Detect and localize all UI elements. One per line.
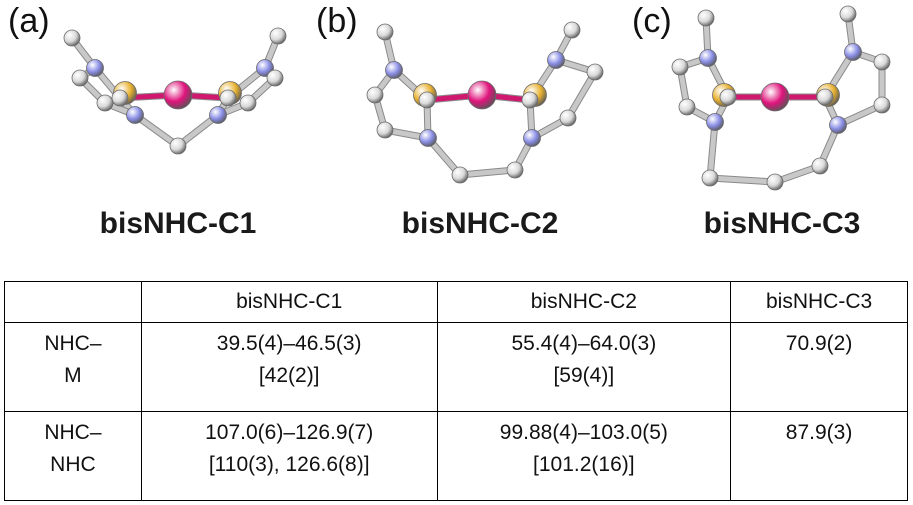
carbon-atom xyxy=(71,69,89,87)
carbon-atom xyxy=(563,21,581,39)
table-row: NHC– M 39.5(4)–46.5(3) [42(2)] 55.4(4)–6… xyxy=(4,322,908,412)
bond xyxy=(707,119,718,181)
cell-range: 107.0(6)–126.9(7) xyxy=(205,421,374,444)
nitrogen-atom xyxy=(706,113,724,131)
metal-atom xyxy=(760,82,790,112)
panel-label-c: (c) xyxy=(632,2,672,40)
table-cell: 107.0(6)–126.9(7) [110(3), 126.6(8)] xyxy=(140,411,438,501)
molecule-bisnhc-c1 xyxy=(63,27,287,155)
carbon-atom xyxy=(366,86,384,104)
carbon-atom xyxy=(219,89,237,107)
molecule-bisnhc-c2 xyxy=(366,21,604,184)
carbon-atom xyxy=(816,88,834,106)
carbon-atom xyxy=(266,69,284,87)
row-label-line: M xyxy=(64,364,82,387)
carbon-atom xyxy=(451,166,469,184)
row-label-line: NHC xyxy=(50,453,96,476)
molecule-title-c1: bisNHC-C1 xyxy=(99,207,257,240)
panel-label-a: (a) xyxy=(8,2,50,40)
table-header-row: bisNHC-C1 bisNHC-C2 bisNHC-C3 xyxy=(4,281,908,323)
molecule-bisnhc-c3 xyxy=(671,5,891,191)
table-header-cell: bisNHC-C3 xyxy=(730,281,908,323)
carbon-atom xyxy=(269,27,287,45)
table-cell: 99.88(4)–103.0(5) [101.2(16)] xyxy=(436,411,732,501)
nitrogen-atom xyxy=(126,106,144,124)
row-label-line: NHC– xyxy=(44,332,102,355)
carbon-atom xyxy=(506,161,524,179)
row-label: NHC– M xyxy=(4,322,142,412)
carbon-atom xyxy=(671,58,689,76)
table-row: NHC– NHC 107.0(6)–126.9(7) [110(3), 126.… xyxy=(4,411,908,501)
carbon-atom xyxy=(719,88,737,106)
table-cell: 39.5(4)–46.5(3) [42(2)] xyxy=(140,322,438,412)
angle-table: bisNHC-C1 bisNHC-C2 bisNHC-C3 NHC– M 39.… xyxy=(4,281,908,501)
bond xyxy=(457,167,518,178)
nitrogen-atom xyxy=(699,49,717,67)
nitrogen-atom xyxy=(385,61,403,79)
carbon-atom xyxy=(701,169,719,187)
carbon-atom xyxy=(418,91,436,109)
nitrogen-atom xyxy=(86,59,104,77)
carbon-atom xyxy=(873,96,891,114)
nitrogen-atom xyxy=(209,106,227,124)
table-cell: 87.9(3) xyxy=(730,411,908,501)
cell-range: 55.4(4)–64.0(3) xyxy=(511,332,657,355)
nitrogen-atom xyxy=(829,116,847,134)
carbon-atom xyxy=(766,173,784,191)
carbon-atom xyxy=(873,53,891,71)
carbon-atom xyxy=(169,137,187,155)
carbon-atom xyxy=(586,63,604,81)
nitrogen-atom xyxy=(419,129,437,147)
row-label: NHC– NHC xyxy=(4,411,142,501)
cell-mean: [42(2)] xyxy=(258,364,320,387)
cell-value: 70.9(2) xyxy=(785,332,853,355)
cell-mean: [59(4)] xyxy=(553,364,615,387)
cell-value: 87.9(3) xyxy=(785,421,853,444)
table-header-cell xyxy=(4,281,142,323)
carbon-atom xyxy=(239,94,257,112)
carbon-atom xyxy=(111,89,129,107)
table-cell: 55.4(4)–64.0(3) [59(4)] xyxy=(436,322,732,412)
metal-atom xyxy=(163,80,193,110)
molecule-title-c3: bisNHC-C3 xyxy=(703,207,861,240)
table-header-cell: bisNHC-C2 xyxy=(436,281,732,323)
row-label-line: NHC– xyxy=(44,421,102,444)
carbon-atom xyxy=(811,157,829,175)
nitrogen-atom xyxy=(844,43,862,61)
carbon-atom xyxy=(63,29,81,47)
metal-atom xyxy=(467,80,497,110)
nitrogen-atom xyxy=(523,129,541,147)
bond xyxy=(565,69,598,121)
table-cell: 70.9(2) xyxy=(730,322,908,412)
molecule-title-c2: bisNHC-C2 xyxy=(401,207,559,240)
cell-range: 39.5(4)–46.5(3) xyxy=(216,332,362,355)
cell-mean: [101.2(16)] xyxy=(533,453,635,476)
carbon-atom xyxy=(678,98,696,116)
nitrogen-atom xyxy=(547,51,565,69)
carbon-atom xyxy=(376,121,394,139)
bond xyxy=(707,175,778,185)
table-header-cell: bisNHC-C1 xyxy=(140,281,438,323)
panel-label-b: (b) xyxy=(316,2,358,40)
cell-mean: [110(3), 126.6(8)] xyxy=(208,453,370,476)
carbon-atom xyxy=(376,23,394,41)
cell-range: 99.88(4)–103.0(5) xyxy=(499,421,668,444)
carbon-atom xyxy=(96,94,114,112)
carbon-atom xyxy=(839,5,857,23)
carbon-atom xyxy=(559,109,577,127)
carbon-atom xyxy=(697,9,715,27)
carbon-atom xyxy=(521,91,539,109)
